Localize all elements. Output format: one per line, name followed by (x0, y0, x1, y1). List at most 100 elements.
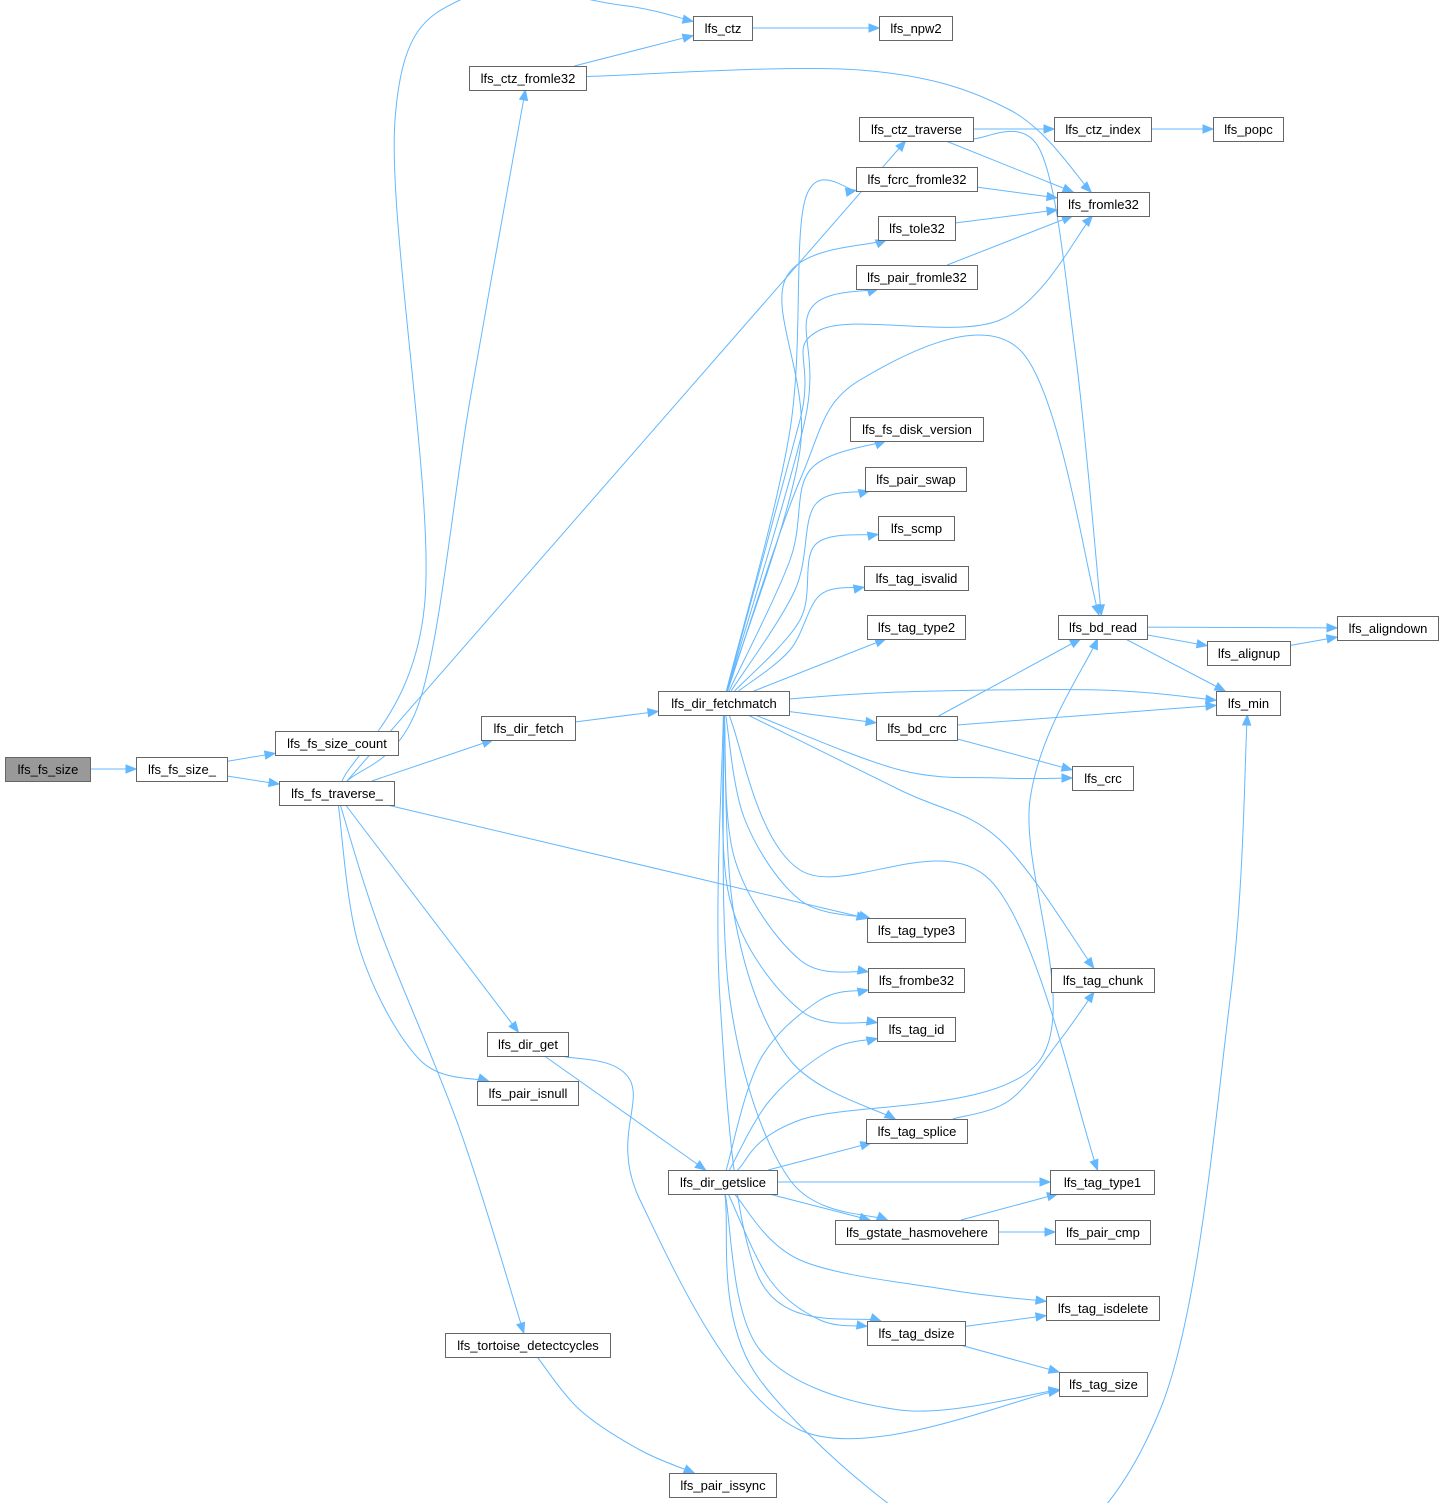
edge-lfs_dir_getslice-to-lfs_frombe32 (725, 987, 870, 1171)
node-lfs-npw2[interactable]: lfs_npw2 (879, 16, 953, 41)
arrowhead (856, 987, 870, 997)
node-lfs-alignup[interactable]: lfs_alignup (1207, 641, 1291, 666)
edge-lfs_dir_getslice-to-lfs_tag_size (724, 1193, 1061, 1412)
node-box (850, 417, 984, 442)
node-lfs-dir-get[interactable]: lfs_dir_get (487, 1032, 569, 1057)
node-lfs-tag-isvalid[interactable]: lfs_tag_isvalid (864, 566, 969, 591)
node-label: lfs_aligndown (1349, 621, 1428, 636)
node-lfs-pair-swap[interactable]: lfs_pair_swap (865, 467, 967, 492)
edge-line (956, 704, 1217, 726)
edge-lfs_dir_fetchmatch-to-lfs_bd_crc (788, 710, 878, 727)
node-label: lfs_fs_size_ (148, 762, 217, 777)
node-lfs-pair-issync[interactable]: lfs_pair_issync (669, 1473, 777, 1498)
node-lfs-tag-type3[interactable]: lfs_tag_type3 (867, 918, 966, 943)
node-lfs-pair-isnull[interactable]: lfs_pair_isnull (477, 1081, 579, 1106)
node-lfs-fs-size-count[interactable]: lfs_fs_size_count (275, 731, 399, 756)
node-lfs-tag-size[interactable]: lfs_tag_size (1059, 1372, 1148, 1397)
node-label: lfs_dir_fetchmatch (671, 696, 777, 711)
node-lfs-tortoise-detectcycles[interactable]: lfs_tortoise_detectcycles (445, 1333, 611, 1358)
node-lfs-dir-getslice[interactable]: lfs_dir_getslice (668, 1170, 778, 1195)
edge-lfs_tag_dsize-to-lfs_tag_isdelete (964, 1312, 1048, 1327)
node-box (658, 691, 790, 716)
node-lfs-fs-size[interactable]: lfs_fs_size (5, 757, 91, 782)
node-lfs-fs-size-[interactable]: lfs_fs_size_ (136, 757, 228, 782)
edge-lfs_ctz_fromle32-to-lfs_ctz (574, 33, 695, 67)
node-lfs-frombe32[interactable]: lfs_frombe32 (868, 968, 965, 993)
node-lfs-tag-type1[interactable]: lfs_tag_type1 (1050, 1170, 1155, 1195)
node-lfs-dir-fetchmatch[interactable]: lfs_dir_fetchmatch (658, 691, 790, 716)
edge-lfs_dir_fetchmatch-to-lfs_crc (754, 714, 1074, 783)
node-lfs-tag-chunk[interactable]: lfs_tag_chunk (1051, 968, 1155, 993)
edge-lfs_dir_getslice-to-lfs_min (724, 713, 1252, 1503)
node-lfs-tag-dsize[interactable]: lfs_tag_dsize (867, 1321, 966, 1346)
node-lfs-ctz[interactable]: lfs_ctz (693, 16, 753, 41)
node-box (1207, 641, 1291, 666)
node-box (868, 968, 965, 993)
node-lfs-ctz-fromle32[interactable]: lfs_ctz_fromle32 (469, 66, 587, 91)
node-box (876, 716, 958, 741)
arrowhead (681, 14, 695, 24)
edge-lfs_gstate_hasmovehere-to-lfs_tag_type1 (960, 1192, 1059, 1221)
node-lfs-dir-fetch[interactable]: lfs_dir_fetch (481, 716, 576, 741)
edge-line (726, 215, 1093, 692)
node-lfs-ctz-index[interactable]: lfs_ctz_index (1054, 117, 1152, 142)
node-lfs-fs-traverse-[interactable]: lfs_fs_traverse_ (279, 781, 395, 806)
edge-line (371, 739, 493, 782)
arrowhead (1241, 713, 1252, 726)
edge-layer (90, 0, 1339, 1503)
node-lfs-fromle32[interactable]: lfs_fromle32 (1057, 192, 1150, 217)
node-label: lfs_tag_id (889, 1022, 945, 1037)
node-box (864, 566, 969, 591)
node-label: lfs_dir_getslice (680, 1175, 766, 1190)
node-lfs-fcrc-fromle32[interactable]: lfs_fcrc_fromle32 (856, 167, 978, 192)
node-lfs-bd-read[interactable]: lfs_bd_read (1058, 615, 1148, 640)
node-lfs-ctz-traverse[interactable]: lfs_ctz_traverse (859, 117, 974, 142)
edge-line (788, 710, 877, 724)
node-lfs-gstate-hasmovehere[interactable]: lfs_gstate_hasmovehere (835, 1220, 999, 1245)
node-lfs-tag-isdelete[interactable]: lfs_tag_isdelete (1046, 1296, 1160, 1321)
node-label: lfs_tag_dsize (879, 1326, 955, 1341)
edge-line (964, 1315, 1047, 1327)
edge-lfs_fs_traverse_-to-lfs_pair_isnull (337, 804, 490, 1083)
node-label: lfs_pair_fromle32 (867, 270, 967, 285)
node-lfs-tag-splice[interactable]: lfs_tag_splice (866, 1119, 968, 1144)
edge-lfs_dir_fetch-to-lfs_dir_fetchmatch (574, 708, 660, 723)
edge-lfs_gstate_hasmovehere-to-lfs_pair_cmp (998, 1227, 1057, 1237)
node-lfs-bd-crc[interactable]: lfs_bd_crc (876, 716, 958, 741)
edge-line (346, 140, 906, 782)
node-box (856, 167, 978, 192)
edge-lfs_ctz_traverse-to-lfs_ctz_index (973, 124, 1056, 134)
edge-lfs_bd_read-to-lfs_min (1125, 638, 1227, 692)
node-lfs-scmp[interactable]: lfs_scmp (878, 516, 955, 541)
node-lfs-tag-id[interactable]: lfs_tag_id (877, 1017, 956, 1042)
node-lfs-tag-type2[interactable]: lfs_tag_type2 (867, 615, 966, 640)
node-box (477, 1081, 579, 1106)
node-lfs-crc[interactable]: lfs_crc (1072, 766, 1134, 791)
node-lfs-fs-disk-version[interactable]: lfs_fs_disk_version (850, 417, 984, 442)
edge-line (959, 1344, 1060, 1373)
arrowhead (856, 965, 870, 975)
edge-line (730, 490, 870, 692)
arrowhead (865, 1016, 879, 1026)
node-box (866, 1119, 968, 1144)
node-label: lfs_fs_size (18, 762, 79, 777)
arrowhead (883, 1109, 897, 1120)
node-lfs-tole32[interactable]: lfs_tole32 (878, 216, 956, 241)
node-lfs-popc[interactable]: lfs_popc (1213, 117, 1284, 142)
node-label: lfs_fs_traverse_ (291, 786, 384, 801)
node-lfs-min[interactable]: lfs_min (1216, 691, 1281, 716)
node-label: lfs_fromle32 (1068, 197, 1139, 212)
edge-line (345, 804, 519, 1033)
node-lfs-pair-cmp[interactable]: lfs_pair_cmp (1055, 1220, 1151, 1245)
edge-line (723, 714, 869, 973)
edge-line (738, 586, 865, 692)
node-box (1055, 1220, 1151, 1245)
edge-lfs_bd_read-to-lfs_aligndown (1146, 623, 1339, 633)
node-label: lfs_tag_type2 (878, 620, 955, 635)
arrowhead (1061, 773, 1074, 783)
arrowhead (1081, 214, 1094, 227)
node-lfs-pair-fromle32[interactable]: lfs_pair_fromle32 (856, 265, 978, 290)
node-lfs-aligndown[interactable]: lfs_aligndown (1337, 616, 1439, 641)
edge-line (337, 804, 489, 1082)
arrowhead (1202, 124, 1215, 134)
